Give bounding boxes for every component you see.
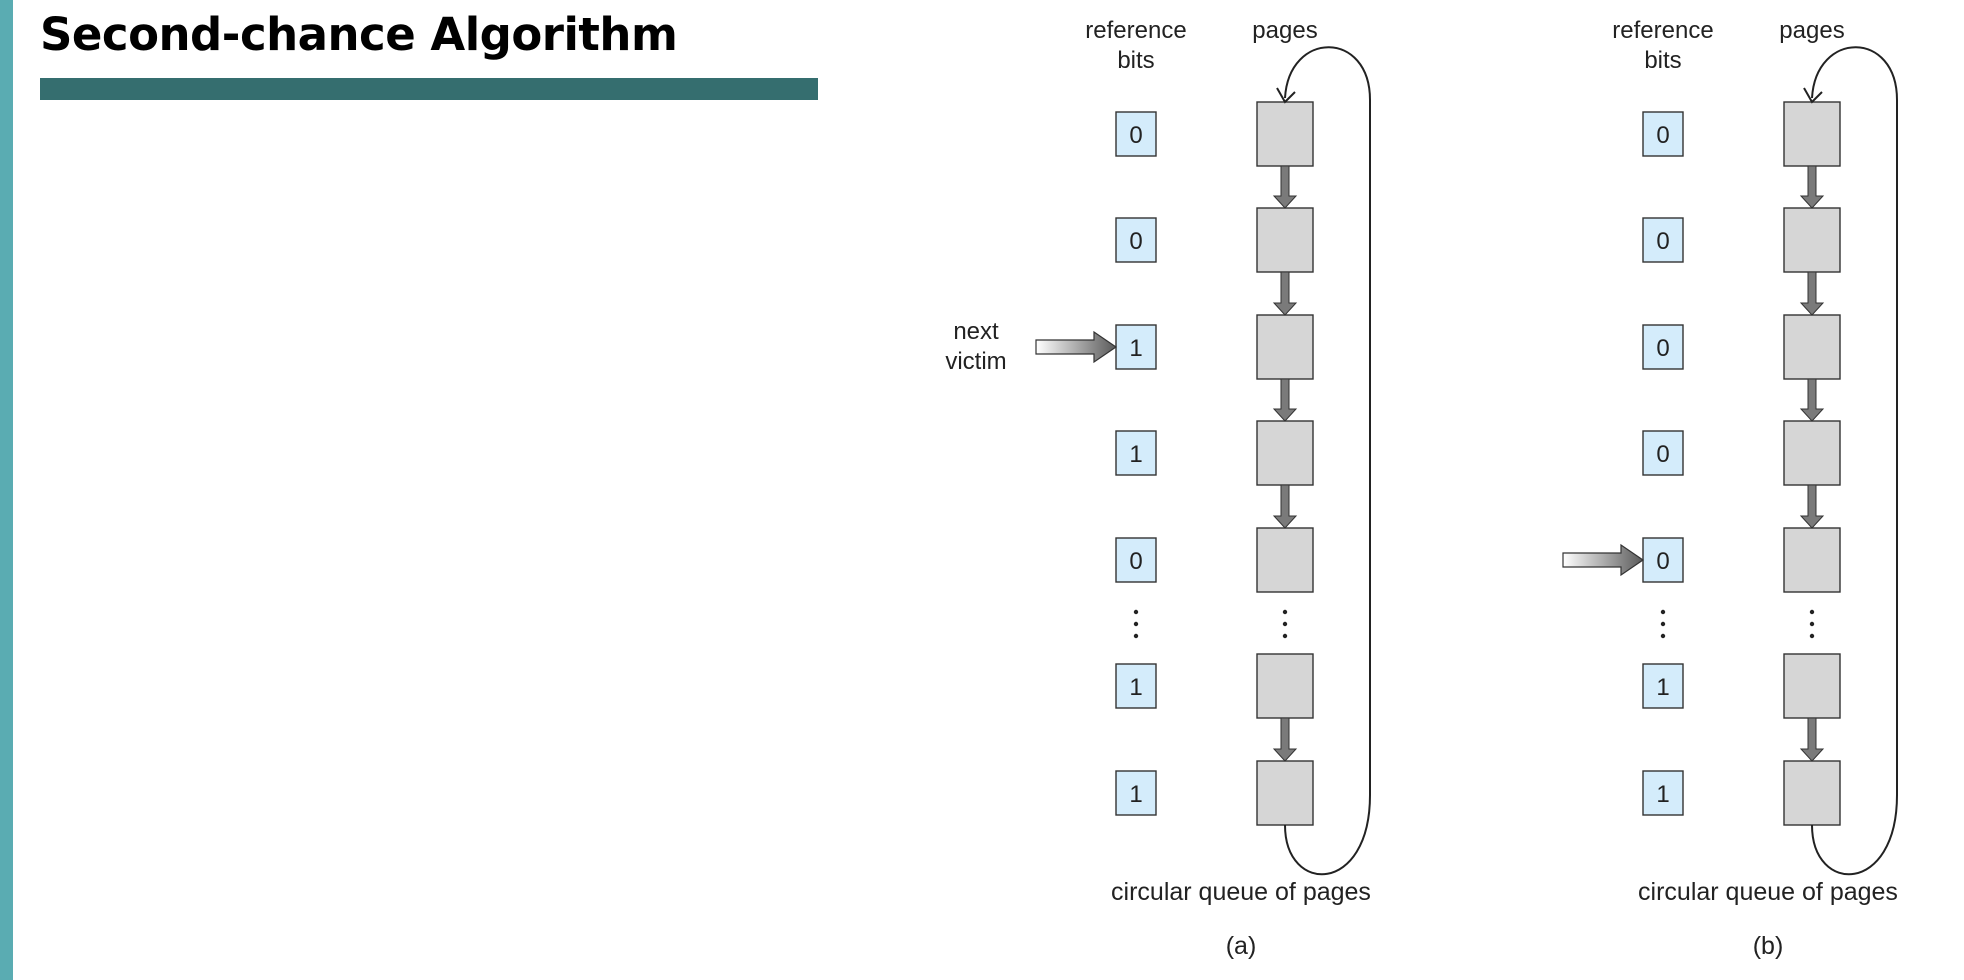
ellipsis-dot xyxy=(1282,621,1288,627)
queue-link-arrow xyxy=(1272,378,1298,422)
queue-link-arrow xyxy=(1799,378,1825,422)
reference-bit-box xyxy=(1115,217,1157,263)
reference-bit-value: 0 xyxy=(1656,228,1669,255)
reference-bit-value: 0 xyxy=(1656,122,1669,149)
queue-caption: circular queue of pages xyxy=(1638,878,1898,906)
ellipsis-dot xyxy=(1809,609,1815,615)
ellipsis-dot xyxy=(1133,621,1139,627)
page-box xyxy=(1256,760,1314,826)
reference-bit-box xyxy=(1115,111,1157,157)
queue-link-arrow xyxy=(1272,717,1298,762)
reference-bit-value: 1 xyxy=(1129,674,1142,701)
reference-bit-value: 0 xyxy=(1129,228,1142,255)
pointer-arrow xyxy=(1035,330,1118,364)
reference-bits-header: reference xyxy=(1085,17,1186,44)
slide-title: Second-chance Algorithm xyxy=(40,8,678,61)
circular-loop-arrowhead xyxy=(1803,87,1823,104)
reference-bit-value: 1 xyxy=(1656,674,1669,701)
circular-loop-arrowhead xyxy=(1276,87,1296,104)
diagram-panel-b: reference bits pages 0 0 0 0 0 1 1 circular queue … xyxy=(1562,17,1898,960)
reference-bit-value: 0 xyxy=(1129,548,1142,575)
panel-label: (b) xyxy=(1753,932,1784,960)
reference-bit-box xyxy=(1115,663,1157,709)
pointer-arrow xyxy=(1562,543,1645,577)
reference-bits-header: reference xyxy=(1612,17,1713,44)
page-box xyxy=(1783,653,1841,719)
ellipsis-dot xyxy=(1660,633,1666,639)
page-box xyxy=(1783,527,1841,593)
reference-bit-box xyxy=(1642,770,1684,816)
queue-caption: circular queue of pages xyxy=(1111,878,1371,906)
pointer-label: next xyxy=(953,318,999,345)
ellipsis-dot xyxy=(1809,633,1815,639)
reference-bit-box xyxy=(1642,324,1684,370)
queue-link-arrow xyxy=(1799,484,1825,529)
page-box xyxy=(1256,420,1314,486)
pages-header: pages xyxy=(1779,17,1844,44)
circular-loop-line xyxy=(1284,46,1371,876)
page-box xyxy=(1783,420,1841,486)
reference-bit-box xyxy=(1642,217,1684,263)
page-box xyxy=(1256,314,1314,380)
page-box xyxy=(1256,653,1314,719)
ellipsis-dot xyxy=(1809,621,1815,627)
reference-bit-box xyxy=(1642,537,1684,583)
circular-loop-line xyxy=(1811,46,1898,876)
ellipsis-dot xyxy=(1282,609,1288,615)
page-box xyxy=(1783,101,1841,167)
diagram-panel-a: reference bits pages 0 0 1 1 0 1 1 next victim circu… xyxy=(945,17,1371,960)
ellipsis-dot xyxy=(1133,609,1139,615)
page-box xyxy=(1256,527,1314,593)
title-underline-bar xyxy=(40,78,818,100)
reference-bit-value: 0 xyxy=(1656,441,1669,468)
reference-bit-value: 0 xyxy=(1656,548,1669,575)
reference-bit-box xyxy=(1115,430,1157,476)
queue-link-arrow xyxy=(1799,271,1825,316)
ellipsis-dot xyxy=(1133,633,1139,639)
ellipsis-dot xyxy=(1660,621,1666,627)
reference-bits-header: bits xyxy=(1117,47,1154,74)
ellipsis-dot xyxy=(1282,633,1288,639)
reference-bit-value: 0 xyxy=(1656,335,1669,362)
reference-bit-box xyxy=(1115,770,1157,816)
reference-bit-box xyxy=(1642,111,1684,157)
page-box xyxy=(1783,207,1841,273)
panel-label: (a) xyxy=(1226,932,1257,960)
queue-link-arrow xyxy=(1272,484,1298,529)
queue-link-arrow xyxy=(1799,165,1825,209)
page-box xyxy=(1783,760,1841,826)
queue-link-arrow xyxy=(1272,271,1298,316)
reference-bit-box xyxy=(1642,663,1684,709)
ellipsis-dot xyxy=(1660,609,1666,615)
queue-link-arrow xyxy=(1799,717,1825,762)
reference-bit-value: 1 xyxy=(1129,781,1142,808)
left-accent-bar xyxy=(0,0,13,980)
page-box xyxy=(1256,207,1314,273)
reference-bit-box xyxy=(1642,430,1684,476)
reference-bit-box xyxy=(1115,537,1157,583)
page-box xyxy=(1256,101,1314,167)
pointer-label: victim xyxy=(945,348,1006,375)
reference-bit-value: 1 xyxy=(1656,781,1669,808)
page-box xyxy=(1783,314,1841,380)
reference-bit-value: 0 xyxy=(1129,122,1142,149)
reference-bits-header: bits xyxy=(1644,47,1681,74)
reference-bit-value: 1 xyxy=(1129,335,1142,362)
queue-link-arrow xyxy=(1272,165,1298,209)
reference-bit-value: 1 xyxy=(1129,441,1142,468)
pages-header: pages xyxy=(1252,17,1317,44)
